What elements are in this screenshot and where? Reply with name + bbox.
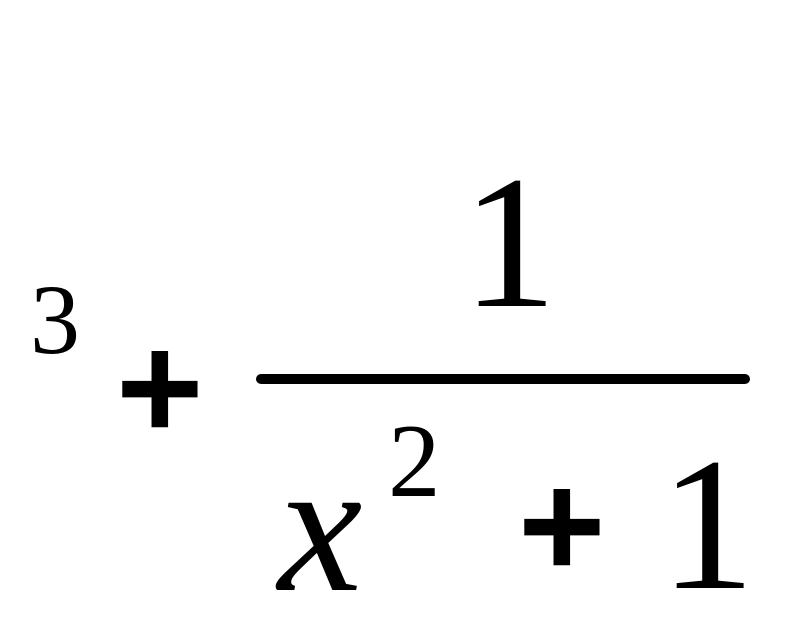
denominator-exponent: 2 bbox=[388, 402, 441, 519]
plus-operator: + bbox=[116, 303, 204, 471]
left-superscript: 3 bbox=[30, 264, 80, 375]
denominator-variable: x bbox=[278, 422, 363, 632]
fraction-bar bbox=[256, 374, 750, 384]
denominator-plus-operator: + bbox=[518, 441, 606, 609]
fraction-numerator: 1 bbox=[462, 138, 557, 348]
denominator-constant: 1 bbox=[660, 420, 755, 630]
